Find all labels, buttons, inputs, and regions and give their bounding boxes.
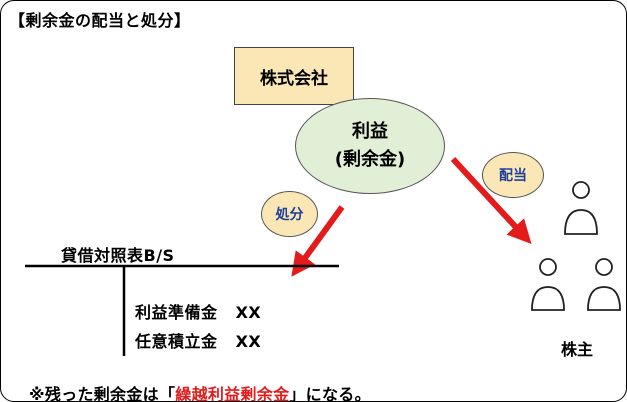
account-row: 利益準備金 XX <box>135 299 261 323</box>
disposal-label: 処分 <box>275 207 304 223</box>
dividend-arrow <box>450 156 532 245</box>
company-label: 株式会社 <box>260 68 328 89</box>
shareholder-person-icon <box>531 258 565 311</box>
disposal-arrow <box>291 205 345 277</box>
dividend-bubble: 配当 <box>482 152 544 198</box>
account-amount: XX <box>235 332 262 351</box>
footnote-prefix: ※残った剰余金は「 <box>29 385 176 402</box>
account-name: 利益準備金 <box>135 303 218 322</box>
shareholder-person-icon <box>564 181 598 235</box>
account-row: 任意積立金 XX <box>135 328 261 352</box>
profit-label-line1: 利益 <box>352 121 388 143</box>
balance-sheet-label: 貸借対照表B/S <box>61 246 175 265</box>
company-box: 株式会社 <box>234 47 354 105</box>
footnote: ※残った剰余金は「繰越利益剰余金」になる。 <box>29 381 371 402</box>
footnote-highlight: 繰越利益剰余金 <box>175 385 290 402</box>
account-amount: XX <box>235 303 262 322</box>
profit-ellipse: 利益 (剰余金) <box>295 98 445 194</box>
footnote-suffix: 」になる。 <box>289 385 371 402</box>
dividend-label: 配当 <box>499 168 527 184</box>
diagram-title: 【剰余金の配当と処分】 <box>9 11 191 30</box>
shareholders-label: 株主 <box>561 340 594 359</box>
disposal-bubble: 処分 <box>261 191 318 237</box>
shareholder-person-icon <box>587 258 621 311</box>
account-name: 任意積立金 <box>135 332 218 351</box>
profit-label-line2: (剰余金) <box>334 149 406 170</box>
